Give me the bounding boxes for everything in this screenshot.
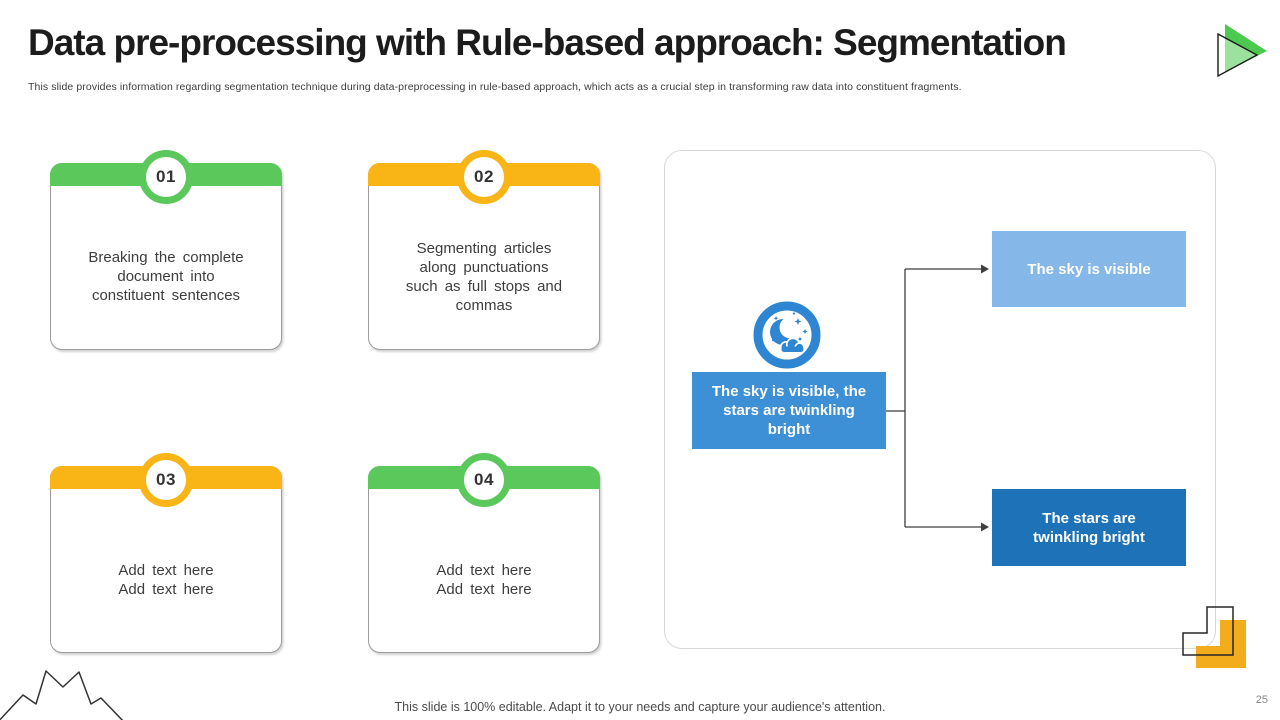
card-text: Segmenting articles along punctuations s… bbox=[405, 239, 563, 314]
corner-steps-decoration-icon bbox=[1182, 606, 1246, 668]
step-card-04: 04 Add text here Add text here bbox=[368, 453, 600, 653]
play-triangles-logo-icon bbox=[1217, 24, 1267, 78]
moon-stars-cloud-icon bbox=[753, 301, 821, 369]
card-number-badge: 03 bbox=[139, 453, 193, 507]
step-card-03: 03 Add text here Add text here bbox=[50, 453, 282, 653]
card-number-badge: 02 bbox=[457, 150, 511, 204]
card-text-placeholder: Add text here Add text here bbox=[436, 561, 532, 598]
diagram-branch-bottom-box: The stars are twinkling bright bbox=[992, 489, 1186, 566]
card-number: 01 bbox=[156, 167, 176, 186]
diagram-branch-top-text: The sky is visible bbox=[1027, 260, 1151, 278]
card-number: 03 bbox=[156, 470, 176, 489]
footer-note: This slide is 100% editable. Adapt it to… bbox=[394, 700, 886, 714]
card-number: 04 bbox=[474, 470, 494, 489]
page-number: 25 bbox=[1255, 694, 1268, 706]
card-number: 02 bbox=[474, 167, 494, 186]
slide-subtitle: This slide provides information regardin… bbox=[28, 81, 962, 93]
connector-arrows bbox=[886, 264, 989, 532]
diagram-branch-top-box: The sky is visible bbox=[992, 231, 1186, 307]
card-text-placeholder: Add text here Add text here bbox=[118, 561, 214, 598]
diagram-branch-bottom-text: The stars are twinkling bright bbox=[1033, 509, 1145, 546]
page-title: Data pre-processing with Rule-based appr… bbox=[28, 22, 1067, 63]
card-number-badge: 01 bbox=[139, 150, 193, 204]
starburst-decoration-icon bbox=[0, 670, 124, 720]
diagram-source-text: The sky is visible, the stars are twinkl… bbox=[711, 383, 867, 438]
card-text: Breaking the complete document into cons… bbox=[88, 249, 244, 304]
step-card-01: 01 Breaking the complete document into c… bbox=[50, 150, 282, 350]
card-number-badge: 04 bbox=[457, 453, 511, 507]
step-card-02: 02 Segmenting articles along punctuation… bbox=[368, 150, 600, 350]
diagram-source-box: The sky is visible, the stars are twinkl… bbox=[692, 372, 886, 449]
